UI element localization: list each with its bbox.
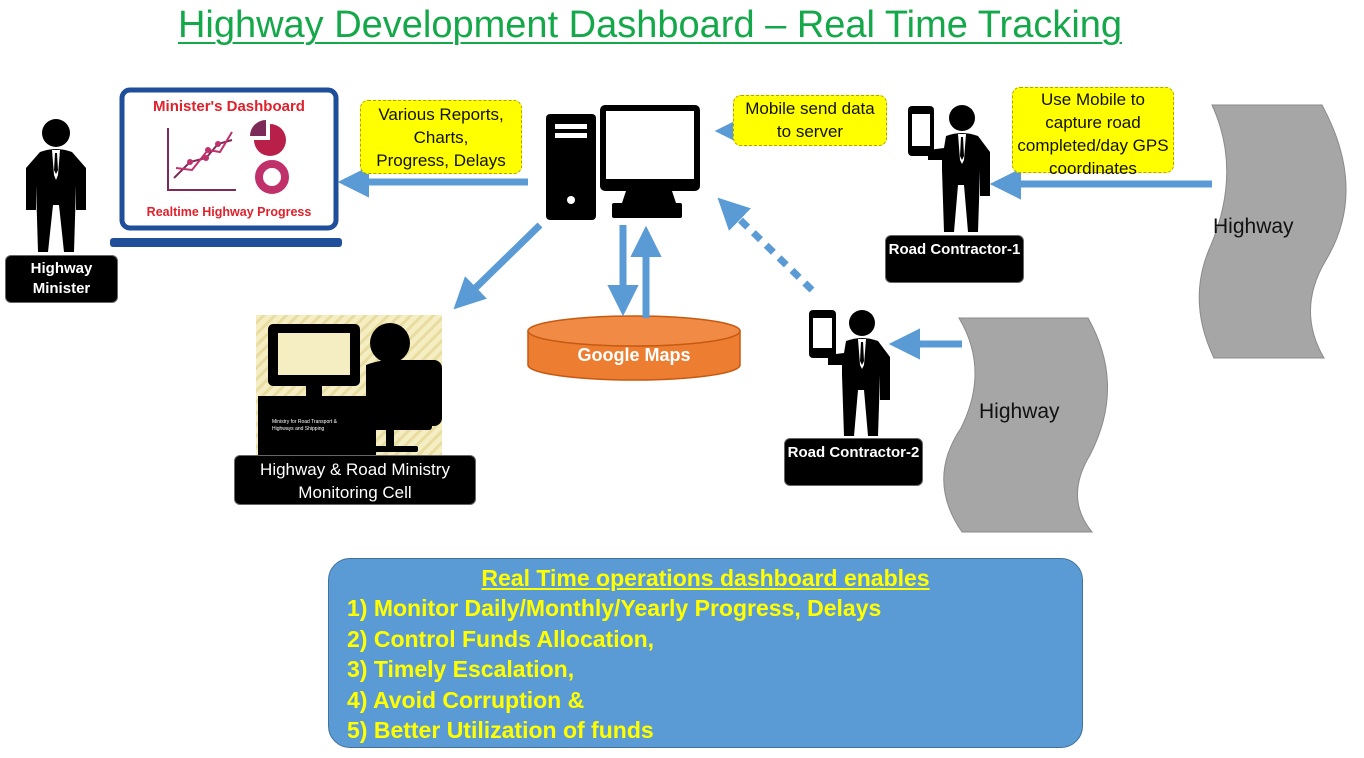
callout-mobile-send: Mobile send data to server <box>733 95 887 146</box>
laptop-icon <box>110 87 342 247</box>
info-item-2: 2) Control Funds Allocation, <box>347 625 655 652</box>
info-item-5: 5) Better Utilization of funds <box>347 717 654 743</box>
label-minister: Highway Minister <box>5 255 118 303</box>
arrow-server-to-monitoring <box>453 222 543 310</box>
info-list: 1) Monitor Daily/Monthly/Yearly Progress… <box>347 593 1082 746</box>
label-monitoring-cell: Highway & Road Ministry Monitoring Cell <box>234 455 476 505</box>
info-item-3: 3) Timely Escalation, <box>347 656 575 682</box>
monitoring-badge-line-1: Ministry for Road Transport & <box>272 419 338 425</box>
label-contractor-1: Road Contractor-1 <box>885 235 1024 283</box>
highway-shape-1 <box>1198 104 1347 359</box>
contractor-2-figure <box>809 310 890 436</box>
info-item-1: 1) Monitor Daily/Monthly/Yearly Progress… <box>347 595 882 621</box>
label-google-maps: Google Maps <box>577 345 691 365</box>
label-highway-1: Highway <box>1213 215 1294 238</box>
info-box: Real Time operations dashboard enables 1… <box>328 558 1083 748</box>
arrow-contractor-2-to-server <box>717 197 815 293</box>
info-item-4: 4) Avoid Corruption & <box>347 686 585 713</box>
callout-capture: Use Mobile to capture road completed/day… <box>1012 87 1174 178</box>
contractor-1-figure <box>908 105 990 232</box>
minister-figure <box>26 119 86 252</box>
monitoring-badge-line-2: Highways and Shipping <box>272 426 324 432</box>
computer-icon <box>546 105 700 220</box>
callout-reports: Various Reports, Charts, Progress, Delay… <box>360 100 522 174</box>
highway-shape-2 <box>943 317 1108 533</box>
page-title: Highway Development Dashboard – Real Tim… <box>177 4 1123 46</box>
info-title: Real Time operations dashboard enables <box>481 565 930 591</box>
google-maps-cylinder <box>527 315 741 381</box>
label-contractor-2: Road Contractor-2 <box>784 438 923 486</box>
label-highway-2: Highway <box>979 400 1060 423</box>
laptop-screen-title: Minister's Dashboard <box>153 98 305 115</box>
laptop-screen-caption: Realtime Highway Progress <box>146 205 312 219</box>
monitoring-cell-icon: Ministry for Road Transport & Highways a… <box>256 315 442 460</box>
